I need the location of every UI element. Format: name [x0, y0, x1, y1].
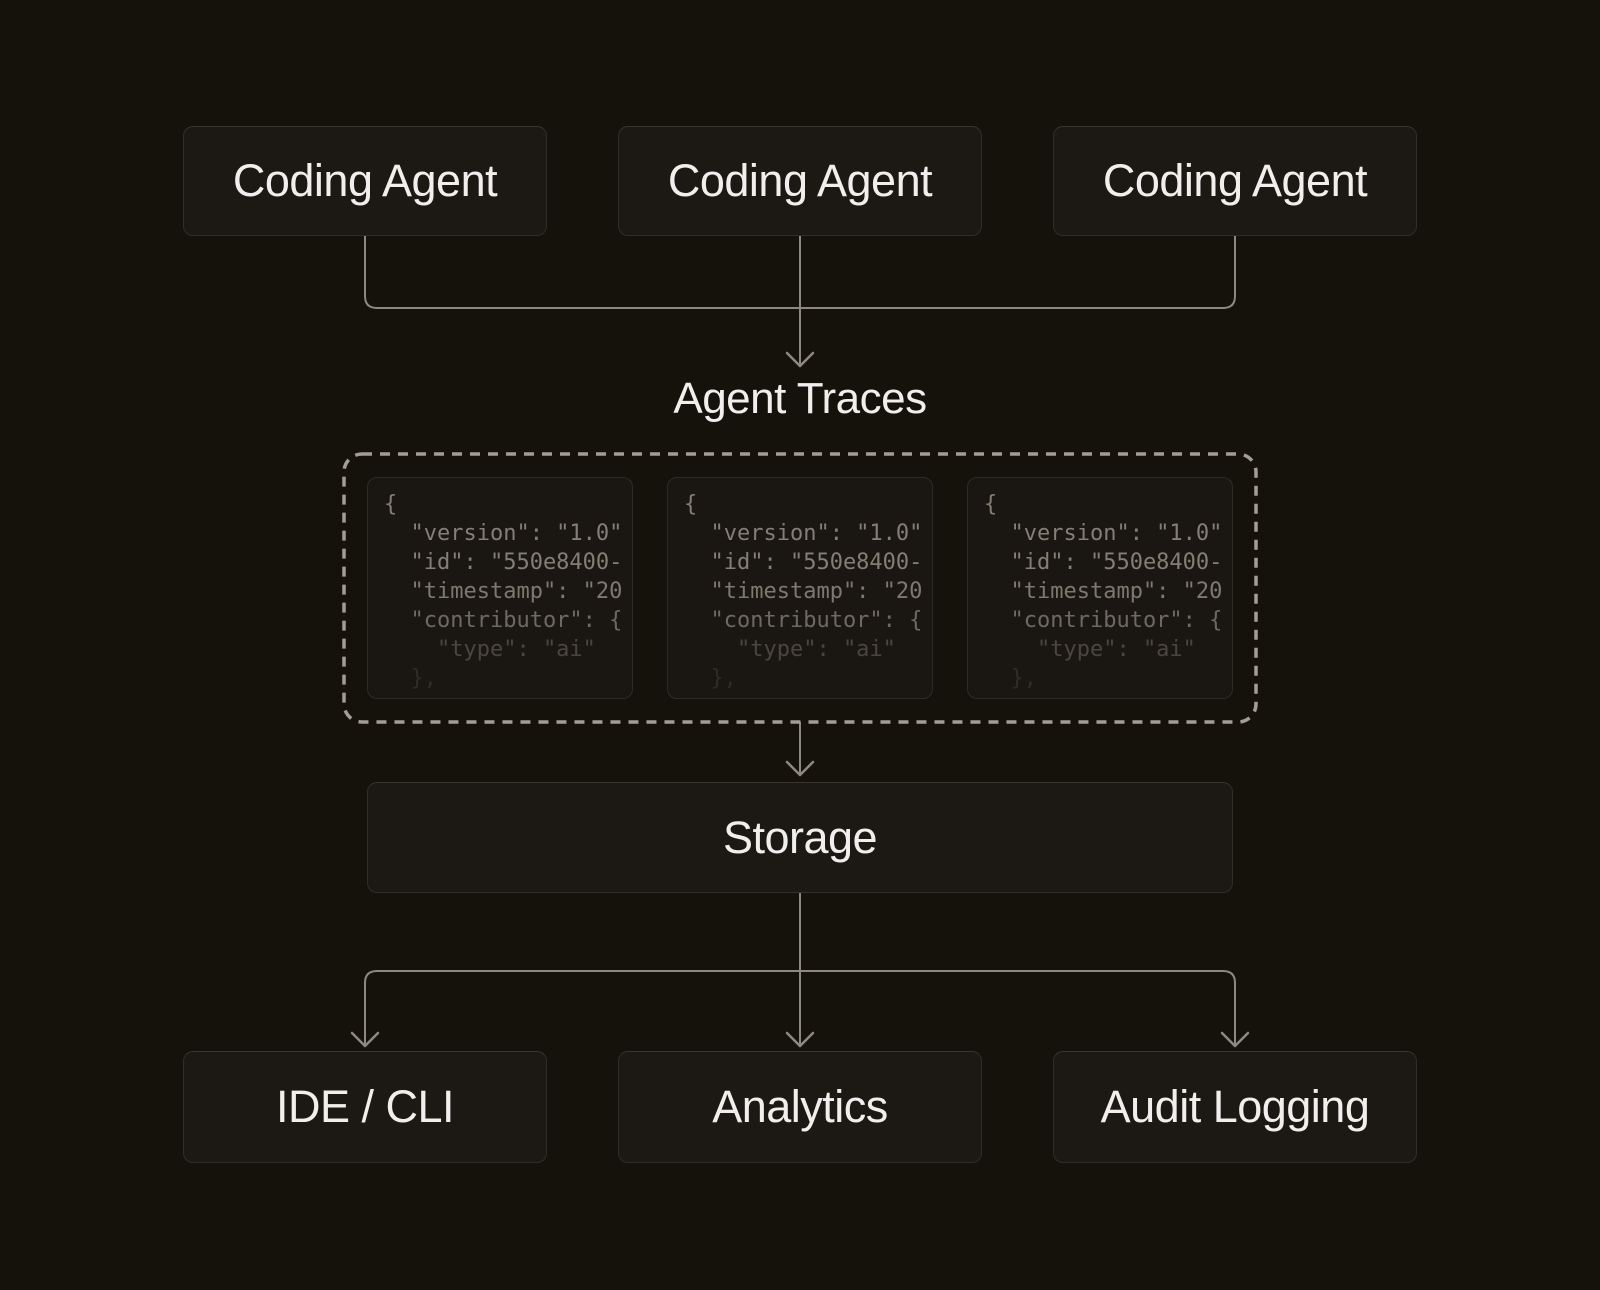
code-line: }, [684, 666, 737, 691]
storage-label: Storage [722, 811, 878, 863]
code-line: "timestamp": "20 [384, 579, 623, 604]
audit-logging-label: Audit Logging [1100, 1081, 1370, 1132]
code-line: "timestamp": "20 [984, 579, 1223, 604]
code-line: "timestamp": "20 [684, 579, 923, 604]
ide-cli-box: IDE / CLI [183, 1051, 547, 1163]
trace-json-snippet: { "version": "1.0" "id": "550e8400- "tim… [668, 478, 932, 693]
arrow-down-icon [1220, 1031, 1250, 1048]
coding-agent-label: Coding Agent [667, 155, 933, 206]
code-line: "contributor": { [984, 608, 1223, 633]
code-line: { [384, 492, 398, 517]
code-line: "type": "ai" [684, 637, 896, 662]
code-line: "type": "ai" [984, 637, 1196, 662]
trace-json-snippet: { "version": "1.0" "id": "550e8400- "tim… [368, 478, 632, 693]
trace-json-card-2: { "version": "1.0" "id": "550e8400- "tim… [667, 477, 933, 699]
arrow-down-icon [350, 1031, 380, 1048]
coding-agent-box-3: Coding Agent [1053, 126, 1417, 236]
coding-agent-box-2: Coding Agent [618, 126, 982, 236]
trace-json-card-3: { "version": "1.0" "id": "550e8400- "tim… [967, 477, 1233, 699]
agent-traces-heading: Agent Traces [673, 374, 927, 423]
coding-agent-label: Coding Agent [232, 155, 498, 206]
audit-logging-box: Audit Logging [1053, 1051, 1417, 1163]
arrow-down-icon [785, 351, 815, 368]
code-line: "id": "550e8400- [984, 550, 1223, 575]
storage-branch-connector [364, 970, 1236, 1044]
arrow-down-icon [785, 1031, 815, 1048]
code-line: "contributor": { [684, 608, 923, 633]
code-line: }, [384, 666, 437, 691]
code-line: "type": "ai" [384, 637, 596, 662]
trace-json-snippet: { "version": "1.0" "id": "550e8400- "tim… [968, 478, 1232, 693]
code-line: { [984, 492, 998, 517]
analytics-label: Analytics [712, 1081, 888, 1132]
storage-box: Storage [367, 782, 1233, 893]
trace-json-card-1: { "version": "1.0" "id": "550e8400- "tim… [367, 477, 633, 699]
ide-cli-label: IDE / CLI [275, 1081, 455, 1132]
coding-agent-box-1: Coding Agent [183, 126, 547, 236]
code-line: "version": "1.0" [384, 521, 623, 546]
top-merge-connector [364, 236, 1236, 309]
code-line: { [684, 492, 698, 517]
code-line: "contributor": { [384, 608, 623, 633]
code-line: "version": "1.0" [684, 521, 923, 546]
coding-agent-label: Coding Agent [1102, 155, 1368, 206]
code-line: "version": "1.0" [984, 521, 1223, 546]
code-line: "id": "550e8400- [684, 550, 923, 575]
code-line: }, [984, 666, 1037, 691]
analytics-box: Analytics [618, 1051, 982, 1163]
arrow-down-icon [785, 760, 815, 777]
code-line: "id": "550e8400- [384, 550, 623, 575]
